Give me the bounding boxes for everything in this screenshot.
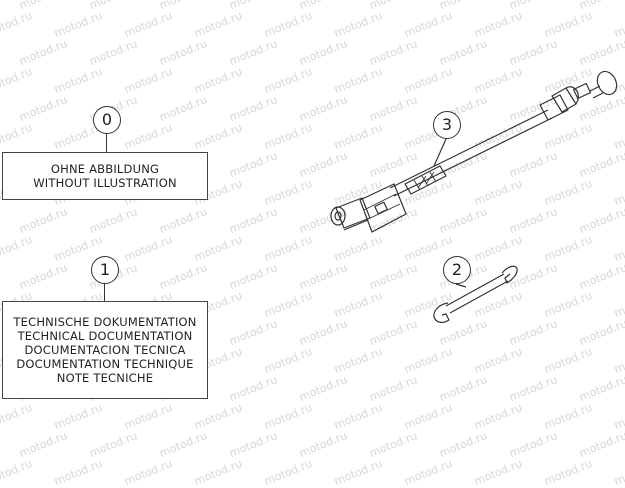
text-line: OHNE ABBILDUNG bbox=[50, 162, 160, 176]
tool-2-wrench-illustration bbox=[433, 265, 518, 323]
leader-line-2 bbox=[455, 283, 467, 288]
leader-line-1 bbox=[104, 284, 105, 301]
leader-line-0 bbox=[106, 134, 107, 152]
callout-1: 1 bbox=[91, 256, 119, 284]
parts-drawing bbox=[330, 70, 618, 323]
callout-0: 0 bbox=[93, 106, 121, 134]
text-line: WITHOUT ILLUSTRATION bbox=[33, 176, 177, 190]
leader-line-3 bbox=[433, 138, 447, 167]
callout-2: 2 bbox=[443, 256, 471, 284]
text-line: NOTE TECNICHE bbox=[56, 371, 154, 385]
text-box-without-illustration: OHNE ABBILDUNG WITHOUT ILLUSTRATION bbox=[2, 152, 208, 200]
text-line: DOCUMENTATION TECHNIQUE bbox=[16, 357, 194, 371]
text-line: DOCUMENTACION TECNICA bbox=[24, 343, 186, 357]
callout-3: 3 bbox=[433, 111, 461, 139]
text-line: TECHNISCHE DOKUMENTATION bbox=[13, 315, 197, 329]
text-box-technical-documentation: TECHNISCHE DOKUMENTATION TECHNICAL DOCUM… bbox=[2, 301, 208, 399]
tool-3-illustration bbox=[330, 70, 618, 233]
text-line: TECHNICAL DOCUMENTATION bbox=[17, 329, 193, 343]
